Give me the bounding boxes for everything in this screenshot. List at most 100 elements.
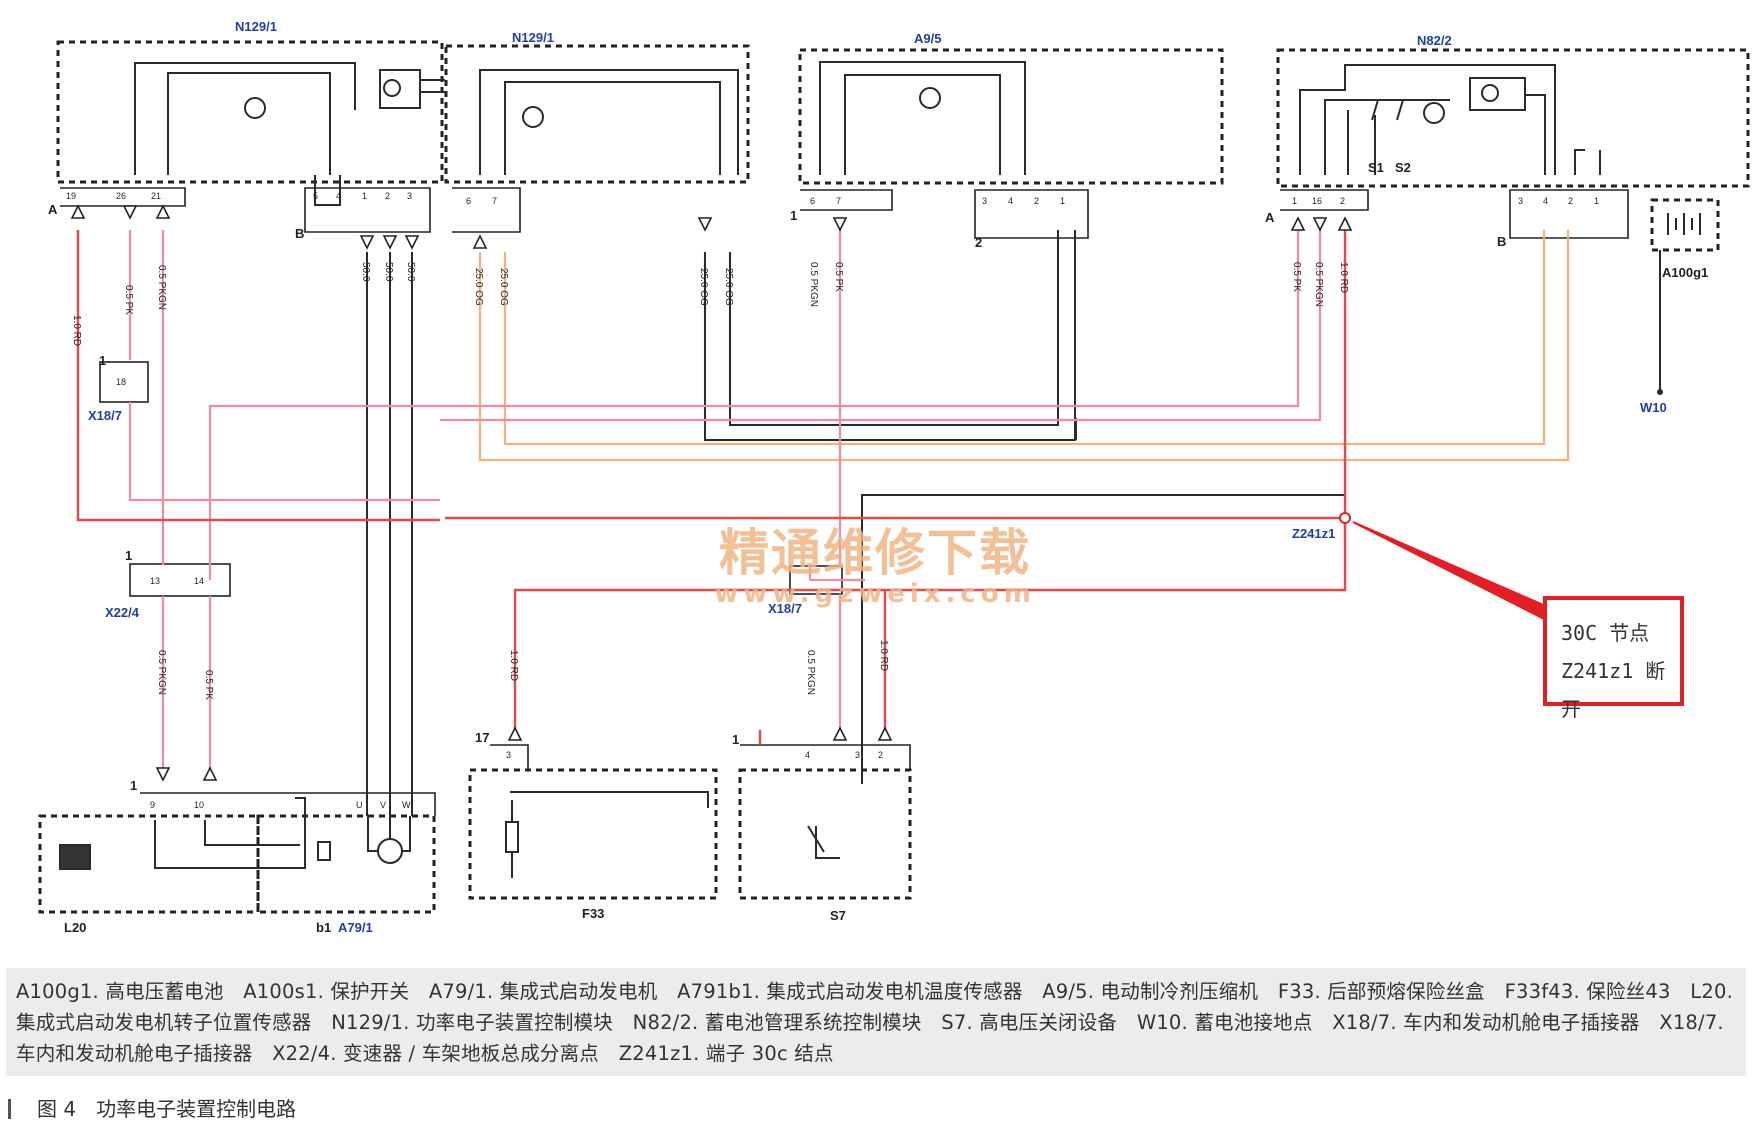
connector-blocks xyxy=(60,187,1629,816)
watermark-url: www.gzweix.com xyxy=(714,579,1036,609)
component-symbols xyxy=(59,79,1701,878)
wire-label: 0.5 PKGN xyxy=(808,262,819,307)
a79-1-box xyxy=(256,814,436,914)
callout-box: 30C 节点 Z241z1 断开 xyxy=(1543,596,1684,721)
label-conn-b-left: B xyxy=(295,226,304,241)
pin-v: V xyxy=(380,800,386,810)
pin-1c: 1 xyxy=(1292,196,1297,206)
wire-label: 0.5 PK xyxy=(203,670,214,700)
callout-line-2: Z241z1 断开 xyxy=(1561,659,1666,721)
wire-label: 25.0 OG xyxy=(498,268,509,306)
wire-label: 50.0 xyxy=(360,262,371,282)
label-conn-1-x18: 1 xyxy=(99,353,106,368)
label-b1: b1 xyxy=(316,920,331,935)
pin-26: 26 xyxy=(116,191,126,201)
label-x18-7-mid: X18/7 xyxy=(768,601,802,616)
wire-label: 50.0 xyxy=(383,262,394,282)
s7-box xyxy=(738,768,912,900)
pin-3b: 3 xyxy=(982,196,987,206)
fuse-f33f43 xyxy=(505,821,519,853)
wire-label: 0.5 PKGN xyxy=(156,265,167,310)
pin-6b: 6 xyxy=(810,196,815,206)
label-n82-2: N82/2 xyxy=(1417,33,1452,48)
label-a79-1: A79/1 xyxy=(338,920,373,935)
label-conn-b-right: B xyxy=(1497,234,1506,249)
transistor-symbol-2 xyxy=(383,79,401,97)
label-l20: L20 xyxy=(64,920,86,935)
label-n129-left: N129/1 xyxy=(235,19,277,34)
label-conn-17-f33: 17 xyxy=(475,730,489,745)
conn-n82-b xyxy=(1509,189,1629,239)
figure-title: 图 4 功率电子装置控制电路 xyxy=(8,1093,296,1122)
wire-label: 0.5 PK xyxy=(833,262,844,292)
f33-internal xyxy=(510,791,709,878)
a100g1-box xyxy=(1650,198,1720,252)
label-w10: W10 xyxy=(1640,400,1667,415)
wire-label: 0.5 PK xyxy=(123,285,134,315)
callout-arrow xyxy=(1352,521,1557,624)
pin-13: 13 xyxy=(150,576,160,586)
legend-text: A100g1. 高电压蓄电池 A100s1. 保护开关 A79/1. 集成式启动… xyxy=(16,980,1733,1065)
pin-2c: 2 xyxy=(1340,196,1345,206)
pin-16: 16 xyxy=(1312,196,1322,206)
wire-label: 1.0 RD xyxy=(508,650,519,681)
label-s1: S1 xyxy=(1368,160,1384,175)
pin-7b: 7 xyxy=(836,196,841,206)
switch-s1 xyxy=(1371,99,1404,121)
pin-2s: 2 xyxy=(878,750,883,760)
label-n129-right: N129/1 xyxy=(512,30,554,45)
label-a9-5: A9/5 xyxy=(914,31,941,46)
pin-4b: 4 xyxy=(1008,196,1013,206)
conn-l20 xyxy=(140,792,436,816)
pin-18: 18 xyxy=(116,377,126,387)
module-outlines xyxy=(38,40,1750,914)
transistor-symbol-5 xyxy=(1423,102,1445,124)
conn-s7 xyxy=(740,744,911,770)
wire-label: 0.5 PK xyxy=(1291,262,1302,292)
pin-1: 1 xyxy=(362,191,367,201)
pin-numbers: 19 26 21 5 4 1 2 3 6 7 6 7 3 4 2 1 1 16 … xyxy=(66,191,1599,810)
pin-9: 9 xyxy=(150,800,155,810)
label-s2: S2 xyxy=(1395,160,1411,175)
label-x18-7-left: X18/7 xyxy=(88,408,122,423)
label-x22-4: X22/4 xyxy=(105,605,140,620)
pin-3s: 3 xyxy=(855,750,860,760)
wire-label: 1.0 RD xyxy=(878,640,889,671)
red-wires xyxy=(76,230,1347,745)
pin-1d: 1 xyxy=(1594,196,1599,206)
legend-caption: A100g1. 高电压蓄电池 A100s1. 保护开关 A79/1. 集成式启动… xyxy=(6,968,1746,1076)
callout-line-1: 30C 节点 xyxy=(1561,621,1650,645)
battery-symbol xyxy=(1667,213,1701,235)
pin-6: 6 xyxy=(466,196,471,206)
n129-right-box xyxy=(444,44,750,184)
label-conn-1-a9: 1 xyxy=(790,208,797,223)
label-conn-2-a9: 2 xyxy=(975,235,982,250)
label-z241z1: Z241z1 xyxy=(1292,526,1335,541)
motor-symbol xyxy=(377,838,403,864)
transistor-symbol-1 xyxy=(244,97,266,119)
conn-f33 xyxy=(490,744,529,770)
pin-2: 2 xyxy=(385,191,390,201)
pin-2b: 2 xyxy=(1034,196,1039,206)
conn-a-left xyxy=(60,187,186,207)
wire-label: 25.0 OG xyxy=(723,268,734,306)
pin-21: 21 xyxy=(151,191,161,201)
transistor-symbol-3 xyxy=(522,106,544,128)
transistor-symbol-6 xyxy=(1481,84,1499,102)
label-conn-a-left: A xyxy=(48,202,58,217)
wire-label: 1.0 RD xyxy=(1338,262,1349,293)
wire-label: 0.5 PKGN xyxy=(156,650,167,695)
pin-1b: 1 xyxy=(1060,196,1065,206)
pin-3: 3 xyxy=(407,191,412,201)
conn-6-7-left xyxy=(452,187,521,233)
watermark: 精通维修下载 www.gzweix.com xyxy=(695,525,1055,607)
n129-left-box xyxy=(56,40,444,184)
label-a100g1: A100g1 xyxy=(1662,265,1708,280)
wire-label: 50.0 xyxy=(405,262,416,282)
wire-label: 25.0 OG xyxy=(698,268,709,306)
pin-4: 4 xyxy=(336,191,341,201)
pin-u: U xyxy=(356,800,363,810)
a9-5-box xyxy=(798,48,1224,185)
s7-switch xyxy=(807,825,840,859)
